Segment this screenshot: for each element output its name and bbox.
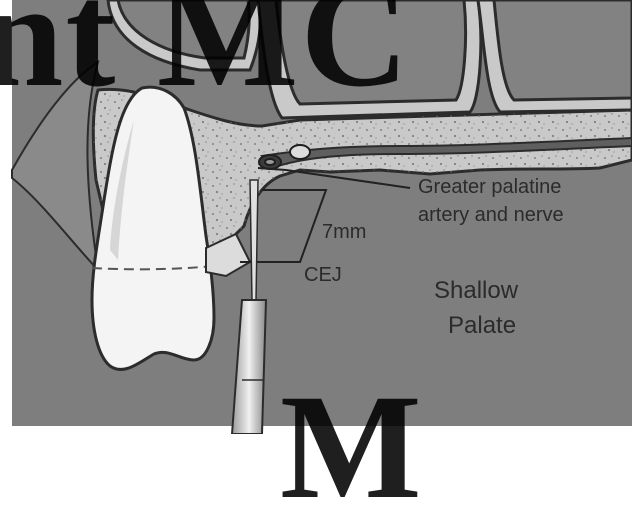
watermark-bottom: M: [280, 372, 424, 522]
palate-label-line2: Palate: [448, 311, 516, 340]
cej-label: CEJ: [304, 264, 342, 287]
vessel-label-line1: Greater palatine: [418, 176, 561, 199]
watermark-top: nt MC: [0, 0, 411, 110]
depth-label: 7mm: [322, 221, 366, 244]
palate-label-line1: Shallow: [434, 276, 518, 305]
vessel-label-line2: artery and nerve: [418, 204, 564, 227]
